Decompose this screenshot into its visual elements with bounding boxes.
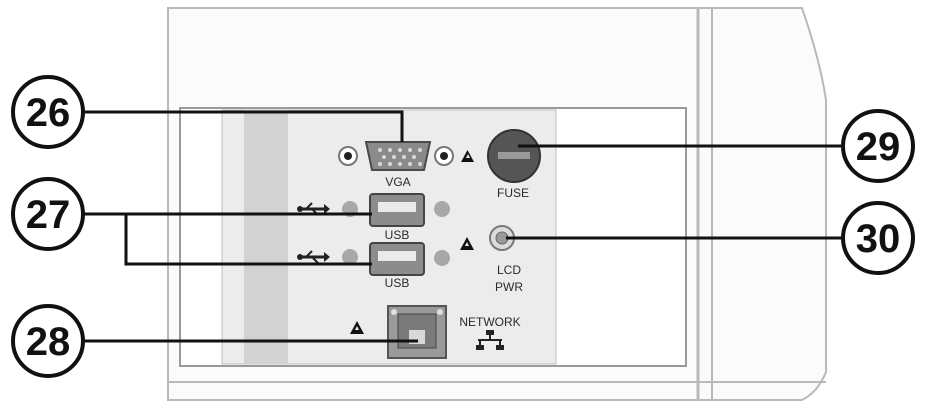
callout-27: 27 xyxy=(11,177,85,251)
vga-label: VGA xyxy=(385,175,410,189)
usb-top-label: USB xyxy=(385,228,410,242)
esd-warning-icon xyxy=(461,150,474,162)
callout-30: 30 xyxy=(841,201,915,275)
svg-text:28: 28 xyxy=(26,320,71,364)
network-label: NETWORK xyxy=(459,315,520,329)
svg-text:27: 27 xyxy=(26,193,71,237)
fuse-holder[interactable]: FUSE xyxy=(487,129,541,200)
lcd-power-connector[interactable]: LCD PWR xyxy=(489,225,523,294)
rj45-led-left xyxy=(391,309,397,315)
callout-28: 28 xyxy=(11,304,85,378)
svg-text:30: 30 xyxy=(856,217,901,261)
leader-27-bottom xyxy=(124,214,372,266)
vga-port xyxy=(364,141,432,171)
callout-26: 26 xyxy=(11,75,85,149)
usb-symbol-icon xyxy=(297,202,330,216)
fuse-label: FUSE xyxy=(497,186,529,200)
usb-led-right xyxy=(434,201,450,217)
usb-led-right xyxy=(434,250,450,266)
chassis-right-body xyxy=(697,7,827,401)
lcd-label-line2: PWR xyxy=(495,280,523,294)
svg-text:26: 26 xyxy=(26,91,71,135)
network-port[interactable]: NETWORK xyxy=(387,305,521,359)
svg-text:29: 29 xyxy=(856,125,901,169)
io-panel-shaded-strip xyxy=(244,110,288,364)
usb-bottom-label: USB xyxy=(385,276,410,290)
lcd-label-line1: LCD xyxy=(497,263,521,277)
network-symbol-icon xyxy=(476,330,504,350)
usb-symbol-icon xyxy=(297,250,330,264)
rj45-led-right xyxy=(437,309,443,315)
usb-port-bottom[interactable]: USB xyxy=(297,242,450,290)
usb-led-left xyxy=(342,249,358,265)
fuse-slot xyxy=(498,152,530,159)
vga-connector[interactable]: VGA xyxy=(338,141,454,189)
esd-warning-icon xyxy=(350,321,364,334)
esd-warning-icon xyxy=(460,237,474,250)
leader-26 xyxy=(84,110,404,142)
leader-lines xyxy=(84,110,844,343)
callout-29: 29 xyxy=(841,109,915,183)
